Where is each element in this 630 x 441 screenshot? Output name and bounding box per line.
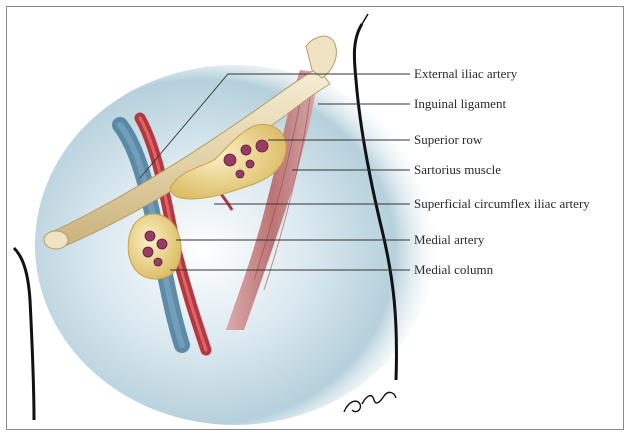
label-superior-row: Superior row: [414, 132, 482, 148]
label-inguinal-ligament: Inguinal ligament: [414, 96, 506, 112]
label-medial-artery: Medial artery: [414, 232, 484, 248]
medial-column-nodes: [128, 214, 181, 279]
subcutaneous-tissue: [35, 65, 435, 425]
label-medial-column: Medial column: [414, 262, 493, 278]
ligament-end-left: [44, 231, 68, 249]
thigh-outline-left: [14, 248, 34, 420]
label-superficial-circumflex-iliac-artery: Superficial circumflex iliac artery: [414, 196, 590, 212]
label-sartorius-muscle: Sartorius muscle: [414, 162, 501, 178]
label-external-iliac-artery: External iliac artery: [414, 66, 517, 82]
artist-signature: [344, 392, 396, 412]
